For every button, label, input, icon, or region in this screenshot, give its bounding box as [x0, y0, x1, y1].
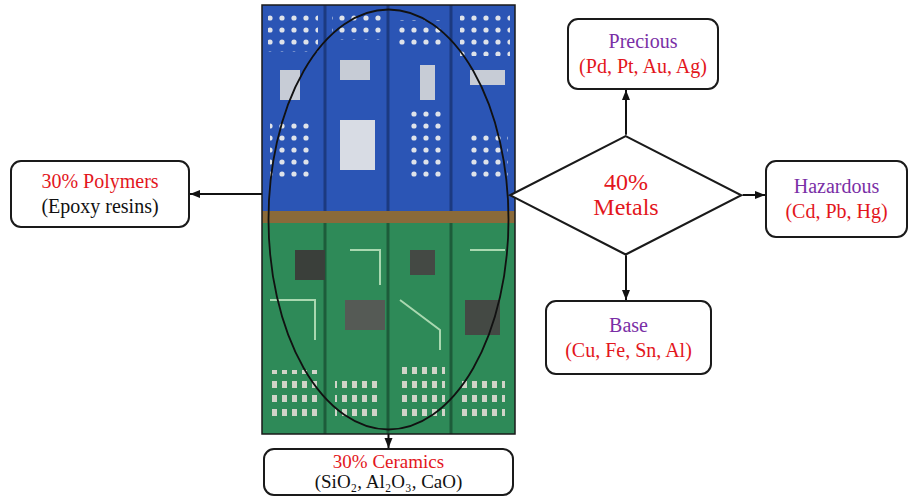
- pad-grid: [460, 375, 505, 420]
- pad-grid: [405, 110, 445, 180]
- photo-arrow: [388, 434, 390, 448]
- node-heading: 40% Metals: [576, 170, 677, 220]
- connector-arrow: [743, 194, 765, 196]
- pad-block: [340, 60, 370, 80]
- category-box: Base(Cu, Fe, Sn, Al): [545, 300, 712, 375]
- green-boards: [262, 217, 515, 434]
- chip: [345, 300, 385, 330]
- node-heading: Precious: [609, 29, 678, 54]
- node-detail: (Epoxy resins): [41, 194, 158, 219]
- node-detail: (Cd, Pb, Hg): [785, 199, 887, 224]
- board-gap: [387, 5, 390, 211]
- photo-arrow: [190, 193, 262, 195]
- composition-box: 30% Polymers(Epoxy resins): [10, 160, 190, 228]
- category-box: Hazardous(Cd, Pb, Hg): [765, 160, 908, 238]
- pad-block: [470, 70, 505, 85]
- pcb-boards: [262, 5, 515, 434]
- pad-grid: [460, 12, 510, 56]
- trace: [270, 250, 505, 350]
- node-detail: (SiO₂, Al₂O₃, CaO): [315, 472, 463, 492]
- highlight-ellipse: [269, 10, 509, 430]
- board-gap: [324, 5, 327, 211]
- board-edge-strip: [262, 211, 515, 223]
- node-detail: (Pd, Pt, Au, Ag): [579, 54, 707, 79]
- blue-boards: [262, 5, 515, 217]
- node-heading: Hazardous: [794, 174, 880, 199]
- pad-grid: [396, 20, 444, 50]
- category-box: Precious(Pd, Pt, Au, Ag): [567, 18, 719, 90]
- node-detail: (Cu, Fe, Sn, Al): [565, 338, 692, 363]
- node-heading: 30% Polymers: [41, 169, 158, 194]
- chip: [410, 250, 435, 275]
- board-gap: [387, 223, 390, 434]
- board-gap: [450, 5, 453, 211]
- node-heading: Base: [609, 313, 648, 338]
- pad-block: [420, 65, 435, 100]
- diamond-shape: [510, 136, 741, 255]
- connector-arrow: [625, 255, 627, 300]
- decision-diamond: 40% Metals: [509, 135, 742, 256]
- chip: [295, 250, 325, 280]
- composition-box: 30% Ceramics(SiO₂, Al₂O₃, CaO): [263, 448, 514, 496]
- node-heading: 30% Ceramics: [333, 452, 444, 472]
- board-gap: [450, 223, 453, 434]
- connector-arrow: [625, 90, 627, 135]
- pad-block: [340, 120, 375, 170]
- pad-grid: [268, 12, 318, 52]
- photo-frame: [262, 5, 515, 434]
